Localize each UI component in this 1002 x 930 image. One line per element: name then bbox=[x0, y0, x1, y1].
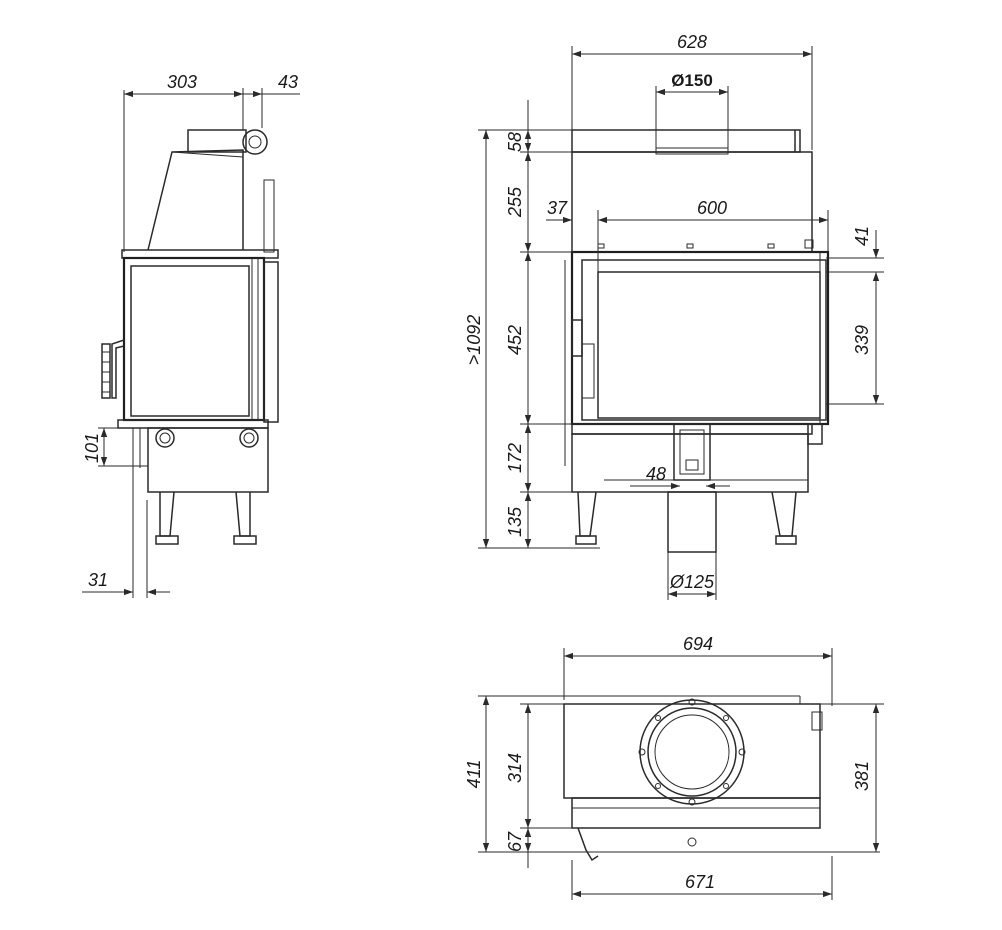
side-handle bbox=[111, 339, 125, 399]
dim-628: 628 bbox=[677, 32, 707, 52]
dim-31: 31 bbox=[88, 570, 108, 590]
top-body bbox=[563, 703, 821, 799]
top-front-frame bbox=[571, 797, 821, 829]
side-flue-collar bbox=[187, 129, 247, 153]
dim-101: 101 bbox=[82, 433, 102, 463]
side-leg-left bbox=[159, 491, 175, 537]
front-glass bbox=[597, 271, 821, 419]
dim-172: 172 bbox=[505, 443, 525, 473]
dim-41: 41 bbox=[852, 226, 872, 246]
dim-48: 48 bbox=[646, 464, 666, 484]
dim-452: 452 bbox=[505, 325, 525, 355]
dim-339: 339 bbox=[852, 325, 872, 355]
dim-671: 671 bbox=[685, 872, 715, 892]
front-lower-casing bbox=[571, 433, 809, 493]
side-view-dimensions: 303 43 101 31 bbox=[82, 72, 300, 598]
dim-255: 255 bbox=[505, 186, 525, 218]
side-flue-housing bbox=[147, 149, 244, 251]
dim-411: 411 bbox=[464, 760, 484, 789]
dim-135: 135 bbox=[505, 506, 525, 537]
front-air-duct bbox=[667, 491, 717, 553]
dim-1092: >1092 bbox=[464, 315, 484, 366]
top-flue-flange bbox=[639, 699, 745, 805]
front-view-dimensions: 628 Ø150 58 255 452 172 135 >1092 bbox=[464, 32, 884, 600]
side-flue-ring bbox=[242, 129, 268, 155]
top-view bbox=[563, 695, 823, 862]
dim-43: 43 bbox=[278, 72, 298, 92]
dim-381: 381 bbox=[852, 761, 872, 791]
top-flue-opening bbox=[647, 707, 737, 797]
dim-67: 67 bbox=[505, 831, 525, 852]
top-handle bbox=[577, 827, 599, 862]
dim-600: 600 bbox=[697, 198, 727, 218]
front-view bbox=[564, 129, 830, 553]
front-door-frame bbox=[570, 250, 830, 426]
dim-37: 37 bbox=[547, 198, 568, 218]
front-top-plate bbox=[571, 129, 801, 153]
front-air-control bbox=[673, 423, 711, 481]
side-air-inlet bbox=[155, 428, 175, 448]
side-top-plate bbox=[121, 249, 279, 259]
dim-303: 303 bbox=[167, 72, 197, 92]
front-handle bbox=[571, 319, 583, 357]
front-leg-left bbox=[577, 491, 597, 537]
side-leg-right bbox=[235, 491, 251, 537]
dim-58: 58 bbox=[505, 132, 525, 152]
dim-314: 314 bbox=[505, 753, 525, 783]
side-body bbox=[122, 256, 266, 422]
dim-125: Ø125 bbox=[669, 572, 715, 592]
front-leg-right bbox=[771, 491, 797, 537]
front-upper-casing bbox=[571, 151, 813, 253]
top-view-dimensions: 694 411 314 67 381 671 bbox=[464, 634, 884, 900]
side-door-frame bbox=[263, 261, 279, 423]
dim-150: Ø150 bbox=[671, 71, 713, 90]
side-ash-box bbox=[147, 427, 269, 493]
side-view bbox=[101, 129, 279, 545]
dim-694: 694 bbox=[683, 634, 713, 654]
